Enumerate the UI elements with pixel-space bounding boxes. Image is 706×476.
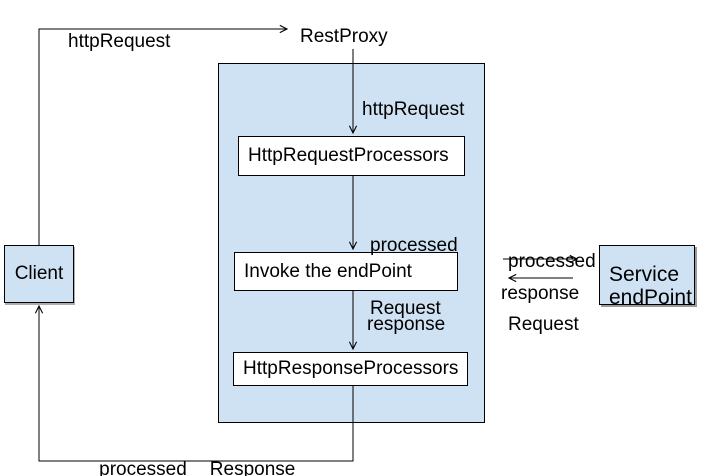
edge-label-processed-request-right: processed Request — [508, 209, 596, 377]
edge-label-response-right: response — [501, 283, 580, 304]
edge-label-processed-request-inner: processed Request — [370, 193, 458, 361]
invoke-endpoint-node: Invoke the endPoint — [234, 252, 458, 291]
service-endpoint-label-line2: endPoint — [609, 286, 692, 305]
restproxy-title-label: RestProxy — [300, 26, 388, 47]
http-response-processors-node: HttpResponseProcessors — [233, 352, 468, 386]
edge-label-processed-request-inner-line1: processed — [370, 235, 458, 256]
invoke-endpoint-label: Invoke the endPoint — [244, 260, 412, 282]
edge-label-processed-request-right-line1: processed — [508, 251, 596, 272]
edge-label-httprequest-inner: httpRequest — [362, 99, 465, 120]
arrow-responseprocessors-to-client — [39, 306, 354, 462]
service-endpoint-node: Service endPoint — [599, 245, 695, 305]
http-response-processors-label: HttpResponseProcessors — [243, 358, 459, 379]
edge-label-processed-request-right-line2: Request — [508, 314, 579, 335]
edge-label-response-inner: response — [367, 314, 446, 335]
client-node-label: Client — [14, 263, 64, 284]
arrow-client-to-restproxy — [38, 29, 287, 245]
http-request-processors-label: HttpRequestProcessors — [248, 145, 449, 166]
http-request-processors-node: HttpRequestProcessors — [238, 136, 465, 176]
client-node: Client — [4, 245, 74, 303]
edge-label-processed-request-inner-line2: Request — [370, 298, 441, 319]
service-endpoint-label-line1: Service — [609, 263, 680, 286]
edge-label-processed-response-word2: Response — [209, 459, 296, 476]
edge-label-processed-response-word1: processed — [99, 459, 187, 476]
edge-label-httprequest-client-to-proxy: httpRequest — [68, 31, 171, 52]
edge-label-processed-response: processed Response — [78, 438, 295, 476]
